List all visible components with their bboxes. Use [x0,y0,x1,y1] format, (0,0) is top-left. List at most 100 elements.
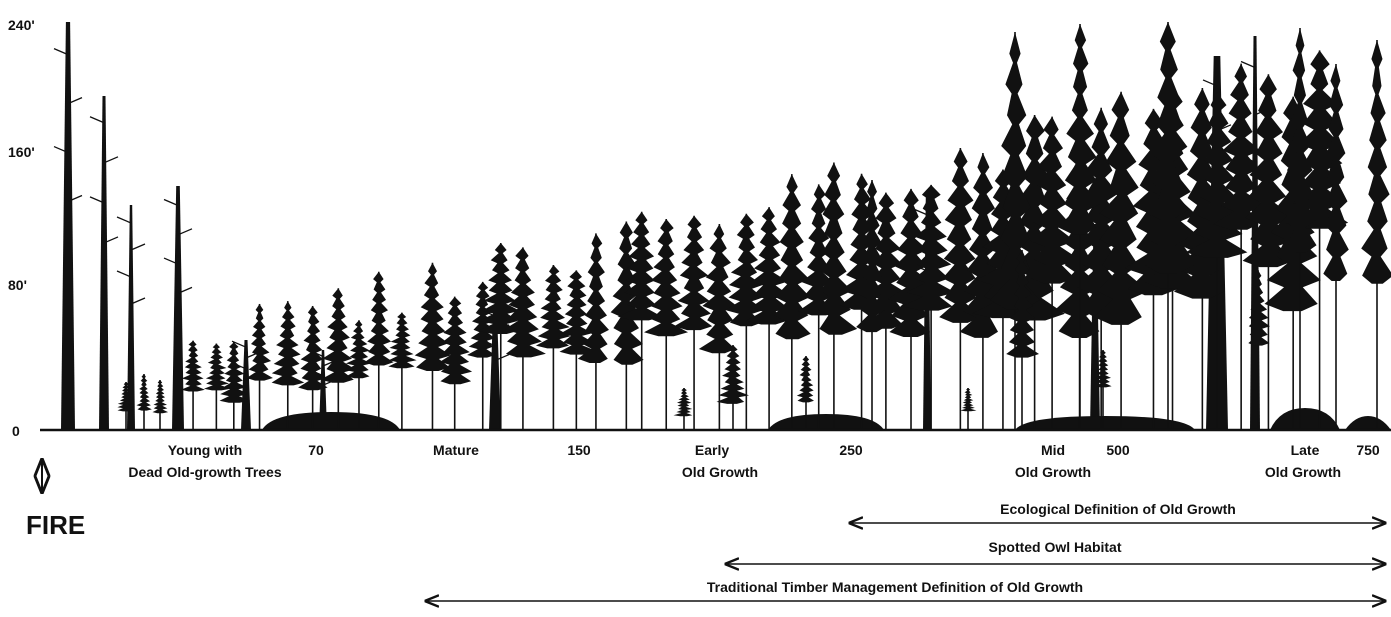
snag-branch [130,297,146,305]
tree-silhouettes [53,22,1391,430]
snag-branch [89,116,105,124]
snag-branch [494,353,510,362]
tree-crown [577,233,609,363]
snag [127,205,135,430]
fallen-log [1015,416,1195,430]
tree-crown [1095,350,1112,388]
snag-branch [67,97,83,105]
tree-crown [796,356,814,403]
fallen-log [1270,408,1340,430]
tree-crown [1361,40,1391,284]
tree-crown [902,184,956,311]
y-tick-160: 160' [8,144,35,160]
tree-crown [219,342,250,403]
tree-crown [746,207,788,325]
y-tick-0: 0 [12,423,20,439]
snag [61,22,75,430]
tree-crown [939,148,981,323]
tree-crown [1213,63,1267,230]
fallen-log [768,414,884,430]
tree-crown [388,312,417,369]
tree-crown [698,224,737,354]
tree-crown [856,180,885,333]
tree-crown [617,211,663,321]
y-tick-240: 240' [8,17,35,33]
tree-crown [716,345,749,404]
tree-crown [246,304,273,381]
tree-crown [773,174,811,340]
tree-crown [559,270,599,355]
tree-crown [364,271,394,366]
tree-crown [1323,64,1349,281]
tree-crown [439,296,473,385]
fallen-log [262,412,400,430]
stage-mid-line2: Old Growth [1015,464,1091,480]
snag-branch [53,48,69,56]
snag [241,340,251,430]
snag-branch [130,243,146,251]
snag [489,306,501,430]
tree-crown [725,213,764,327]
tree-crown [674,215,713,331]
tree-crown [204,343,231,391]
tree-crown [644,219,688,337]
stage-mid-line1: Mid [1041,442,1065,458]
snag-branch [1240,60,1256,69]
snag-branch [103,236,119,244]
snag [319,350,327,430]
tree-crown [1248,270,1270,346]
tree-crown [298,306,328,391]
tree-crown [535,265,571,349]
tree-crown [504,247,546,358]
tree-crown [1242,74,1298,268]
tree-crown [345,320,371,379]
tree-crown [136,374,152,411]
stage-early-line1: Early [695,442,729,458]
tree-crown [117,382,135,412]
stage-young-line2: Dead Old-growth Trees [128,464,281,480]
stage-age-500: 500 [1106,442,1130,458]
timber-definition-label: Traditional Timber Management Definition… [707,579,1083,595]
stage-late-line2: Old Growth [1265,464,1341,480]
tree-crown [152,380,169,414]
snag-branch [116,216,132,224]
snag-branch [177,228,193,236]
tree-crown [990,32,1040,310]
tree-crown [320,288,355,383]
spotted-owl-habitat-label: Spotted Owl Habitat [989,539,1122,555]
tree-crown [478,243,520,334]
tree-crown [673,388,693,417]
tree-crown [1057,24,1101,235]
snag [923,196,931,430]
tree-crown [960,388,977,412]
fallen-log [1345,416,1391,430]
snag-branch [163,257,179,265]
snag-branch [103,156,119,164]
tree-crown [1285,50,1349,229]
snag [172,186,184,430]
snag-branch [116,270,132,278]
tree-crown [1144,22,1194,274]
tree-crown [414,262,451,371]
y-tick-80: 80' [8,277,27,293]
tree-crown [1283,28,1317,253]
stage-late-line1: Late [1291,442,1320,458]
stage-age-150: 150 [567,442,591,458]
fire-label: FIRE [26,510,85,540]
tree-crown [181,340,205,392]
snag-branch [163,198,179,207]
snag-branch [89,196,105,204]
snag-branch [67,194,83,203]
stage-age-70: 70 [308,442,324,458]
ecological-definition-label: Ecological Definition of Old Growth [1000,501,1236,517]
snag [99,96,109,430]
stage-mature: Mature [433,442,479,458]
tree-crown [271,301,305,386]
tree-crown [1006,250,1039,358]
snag-branch [53,145,69,154]
stage-early-line2: Old Growth [682,464,758,480]
snag-branch [177,286,193,294]
stage-young-line1: Young with [168,442,242,458]
